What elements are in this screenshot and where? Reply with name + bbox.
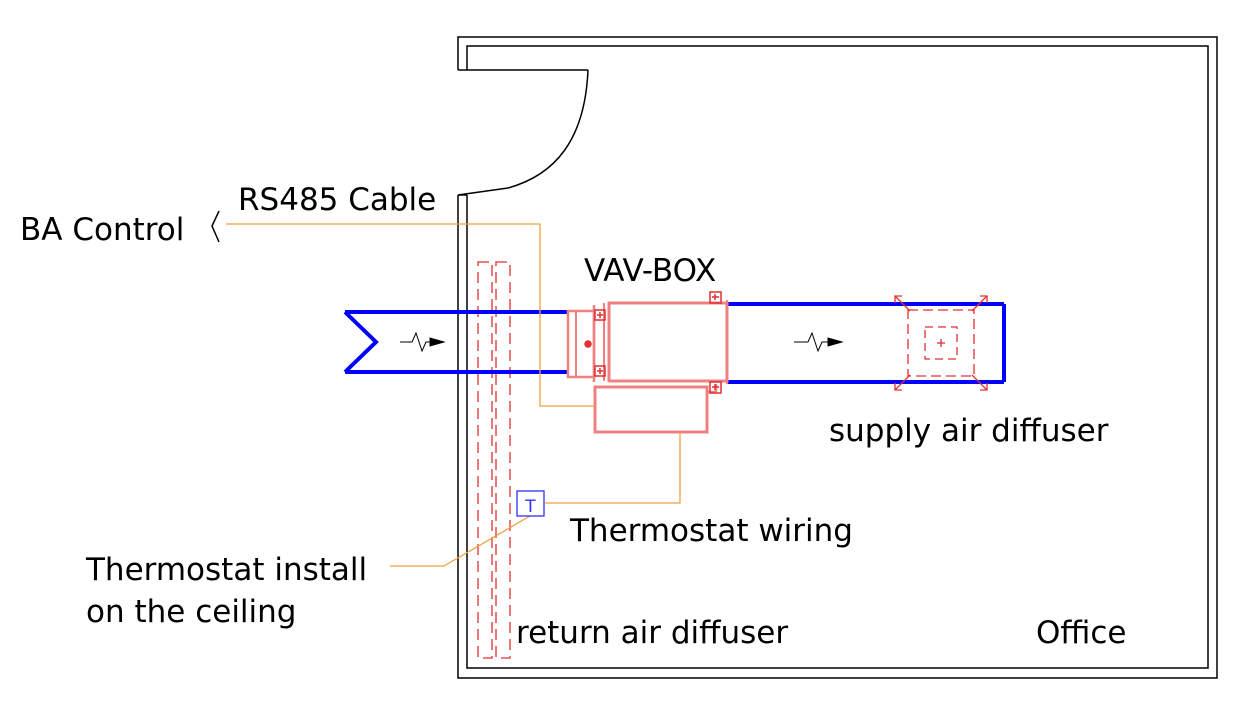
outer-wall — [457, 36, 1218, 679]
rs485-cable-label: RS485 Cable — [238, 182, 436, 218]
left-flow-arrow — [400, 331, 446, 353]
vav-box-label: VAV-BOX — [584, 253, 716, 289]
thermostat-wiring-line — [545, 432, 681, 504]
ba-control-break-icon — [211, 210, 220, 243]
duct-break-symbol — [343, 310, 379, 374]
office-walls — [457, 36, 1218, 679]
right-flow-arrow — [794, 331, 844, 353]
vav-box-unit — [566, 300, 729, 434]
vav-controller-box — [593, 385, 709, 434]
office-label: Office — [1036, 615, 1127, 651]
thermostat-install-label-line1: Thermostat install — [85, 552, 367, 588]
inner-wall — [466, 45, 1209, 669]
thermostat-symbol-label: T — [524, 497, 536, 517]
return-air-diffuser-symbol — [477, 261, 511, 659]
vav-fittings — [584, 291, 722, 394]
ba-control-label: BA Control — [20, 212, 184, 248]
rs485-cable-line — [226, 223, 595, 407]
left-supply-duct — [343, 310, 568, 374]
thermostat-install-label-line2: on the ceiling — [86, 594, 296, 630]
thermostat-symbol: T — [516, 490, 545, 517]
right-supply-duct — [727, 302, 1006, 384]
supply-air-diffuser-symbol — [894, 295, 988, 391]
door-swing-arc — [457, 69, 589, 196]
return-air-diffuser-label: return air diffuser — [516, 615, 788, 651]
thermostat-wiring-label: Thermostat wiring — [569, 513, 853, 549]
vav-box-body — [607, 301, 729, 383]
supply-air-diffuser-label: supply air diffuser — [829, 413, 1109, 449]
thermostat-leader-line — [390, 515, 531, 567]
